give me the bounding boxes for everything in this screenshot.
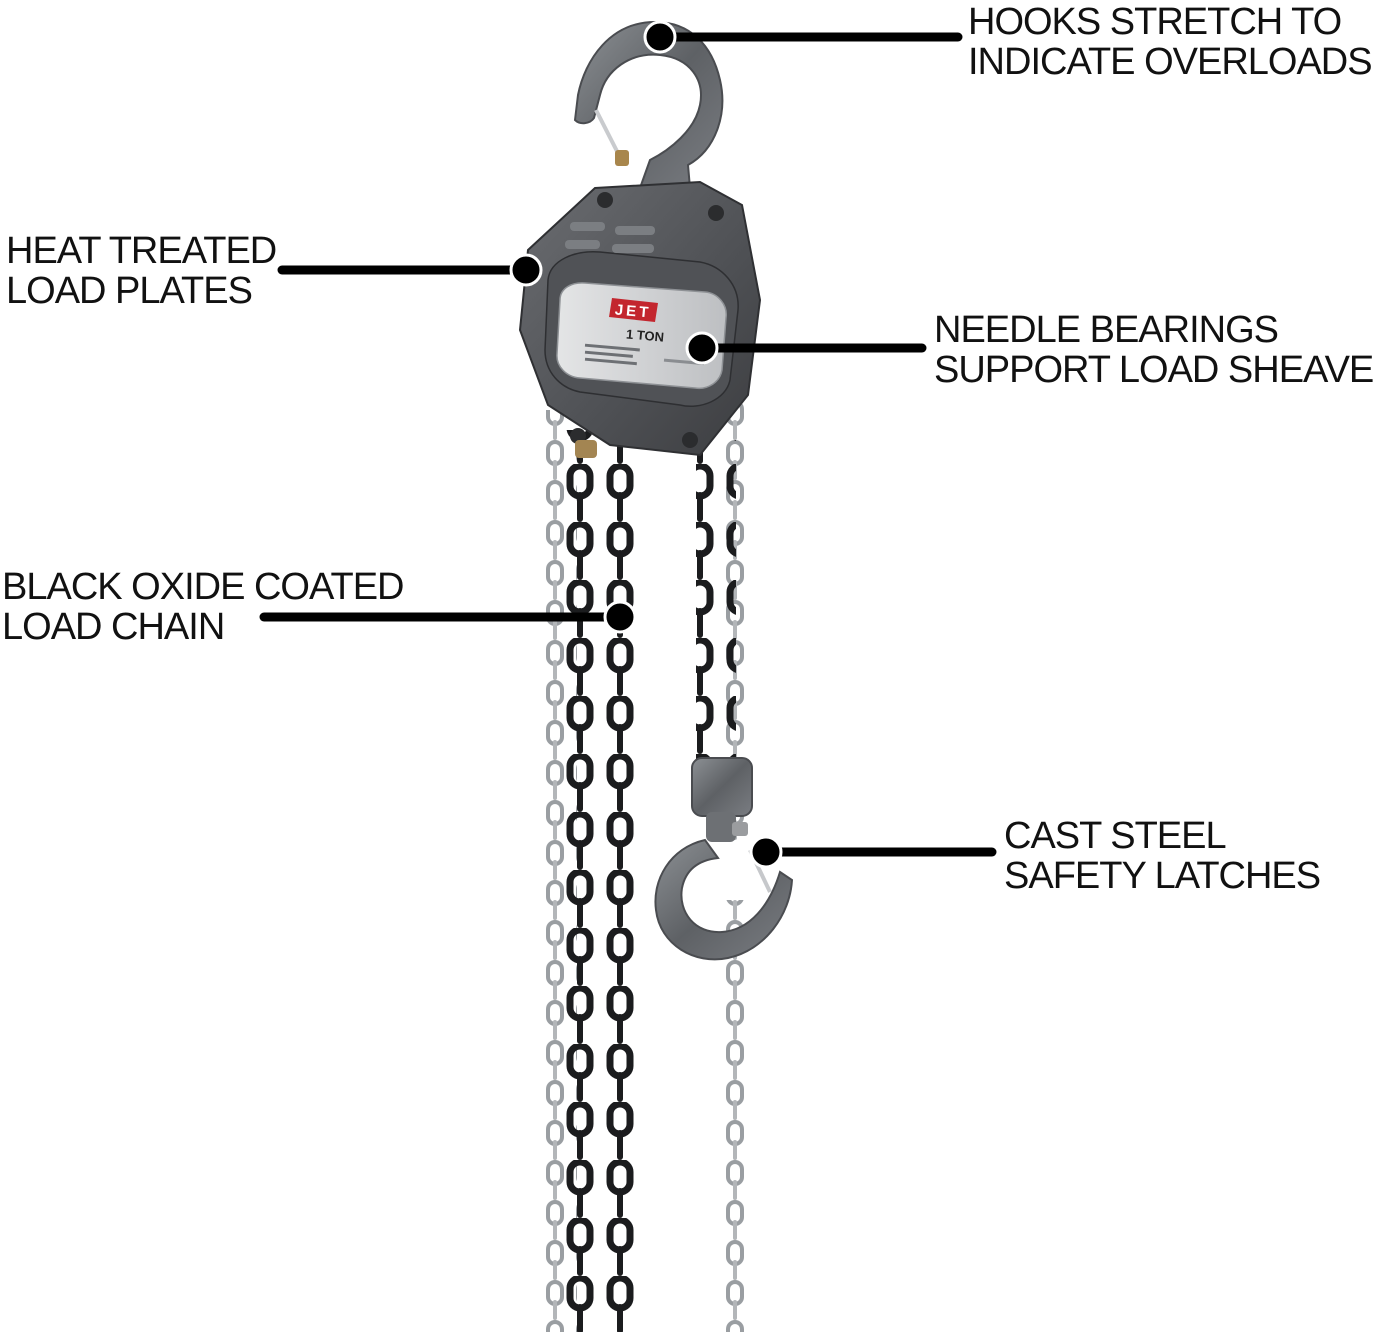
callout-line: LOAD PLATES [6, 270, 253, 312]
brand-label: JET [614, 301, 652, 321]
pointer-latches [749, 835, 997, 869]
callout-line: CAST STEEL [1004, 815, 1227, 857]
pointers [259, 20, 997, 869]
fitting [575, 440, 597, 458]
pointer-hooks [643, 20, 963, 54]
callout-hooks-stretch: HOOKS STRETCH TO INDICATE OVERLOADS [968, 1, 1373, 83]
pointer-chain [259, 600, 637, 634]
callout-line: LOAD CHAIN [2, 606, 225, 648]
callout-line: SAFETY LATCHES [1004, 855, 1321, 897]
nameplate: JET 1 TON [556, 282, 727, 390]
callout-load-plates: HEAT TREATED LOAD PLATES [6, 230, 277, 312]
callout-line: SUPPORT LOAD SHEAVE [934, 349, 1374, 391]
top-hook [573, 20, 724, 189]
callout-safety-latches: CAST STEEL SAFETY LATCHES [1004, 815, 1321, 897]
callout-line: INDICATE OVERLOADS [968, 41, 1373, 83]
callout-line: BLACK OXIDE COATED [2, 566, 405, 608]
callout-load-chain: BLACK OXIDE COATED LOAD CHAIN [2, 566, 405, 648]
callout-needle-bearings: NEEDLE BEARINGS SUPPORT LOAD SHEAVE [934, 309, 1374, 391]
bottom-hook [654, 757, 794, 961]
callout-line: NEEDLE BEARINGS [934, 309, 1279, 351]
capacity-label: 1 TON [625, 326, 664, 344]
pointer-bearings [685, 331, 927, 365]
load-chain [560, 430, 736, 1332]
pointer-plates [277, 253, 543, 287]
callout-line: HEAT TREATED [6, 230, 277, 272]
callout-line: HOOKS STRETCH TO [968, 1, 1342, 43]
